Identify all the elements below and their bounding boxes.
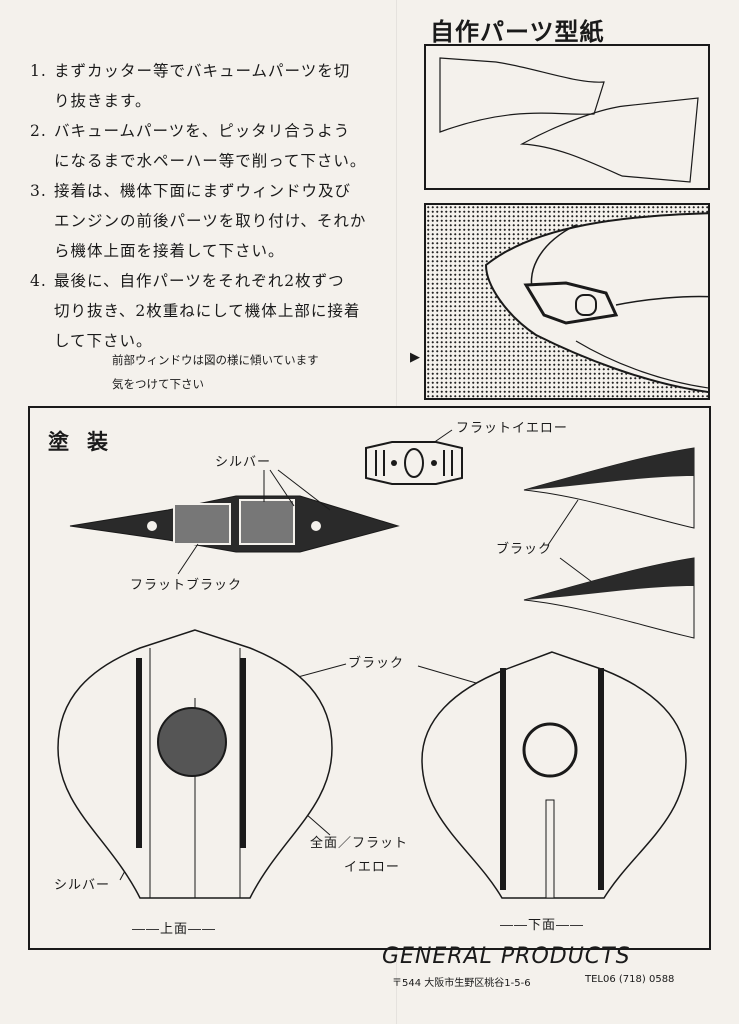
step-1: 1. まずカッター等でバキュームパーツを切り抜きます。: [30, 56, 410, 116]
label-silver-bottom: シルバー: [54, 878, 111, 893]
step-text: 切り抜き、2枚重ねにして機体上部に接着: [54, 302, 361, 320]
step-number: 2.: [30, 122, 47, 140]
wing-part-drawing: [69, 495, 400, 553]
label-all-yellow-2: イエロー: [344, 860, 400, 875]
step-3: 3. 接着は、機体下面にまずウィンドウ及びエンジンの前後パーツを取り付け、それから…: [30, 176, 410, 266]
window-detail-box: [424, 203, 710, 400]
pointer-arrow-icon: ▶: [410, 350, 420, 365]
step-text: 最後に、自作パーツをそれぞれ2枚ずつ: [54, 272, 345, 290]
step-line: 4. 最後に、自作パーツをそれぞれ2枚ずつ: [30, 266, 410, 296]
label-bottom-view: ――下面――: [500, 918, 585, 933]
company-tel: TEL06 (718) 0588: [585, 974, 675, 985]
window-detail-drawing: [484, 212, 708, 393]
step-2: 2. バキュームパーツを、ピッタリ合うようになるまで水ペーハー等で削って下さい。: [30, 116, 410, 176]
step-text: まずカッター等でバキュームパーツを切: [54, 62, 351, 80]
step-line: エンジンの前後パーツを取り付け、それか: [30, 206, 410, 236]
template-title: 自作パーツ型紙: [430, 18, 605, 46]
step-text: 接着は、機体下面にまずウィンドウ及び: [54, 182, 352, 200]
label-top-view: ――上面――: [132, 922, 217, 937]
label-flat-yellow: フラットイエロー: [456, 421, 568, 436]
step-number: 3.: [30, 182, 47, 200]
label-black-fin: ブラック: [496, 542, 553, 557]
label-silver-top: シルバー: [215, 455, 272, 470]
step-text: バキュームパーツを、ピッタリ合うよう: [54, 122, 351, 140]
label-all-yellow-1: 全面／フラット: [310, 836, 409, 851]
window-part-drawing: [365, 441, 463, 485]
bottom-view-drawing: [421, 651, 687, 899]
step-line: 1. まずカッター等でバキュームパーツを切: [30, 56, 410, 86]
step-4: 4. 最後に、自作パーツをそれぞれ2枚ずつ切り抜き、2枚重ねにして機体上部に接着し…: [30, 266, 410, 356]
step-number: 4.: [30, 272, 47, 290]
step-text: エンジンの前後パーツを取り付け、それか: [54, 212, 367, 230]
step-number: 1.: [30, 62, 47, 80]
step-text: ら機体上面を接着して下さい。: [54, 242, 285, 260]
step-line: り抜きます。: [30, 86, 410, 116]
fin-upper-drawing: [523, 447, 695, 529]
step-text: り抜きます。: [54, 92, 152, 110]
painting-title: 塗装: [48, 430, 126, 454]
window-note: 前部ウィンドウは図の様に傾いています: [112, 353, 319, 367]
step-line: 切り抜き、2枚重ねにして機体上部に接着: [30, 296, 410, 326]
instruction-steps: 1. まずカッター等でバキュームパーツを切り抜きます。 2. バキュームパーツを、ピッ…: [30, 56, 410, 356]
label-black-body: ブラック: [348, 656, 405, 671]
template-box: [424, 44, 710, 190]
window-note-2: 気をつけて下さい: [112, 377, 204, 391]
step-line: になるまで水ペーハー等で削って下さい。: [30, 146, 410, 176]
step-line: して下さい。: [30, 326, 410, 356]
brand-logo: GENERAL PRODUCTS: [382, 944, 631, 969]
step-line: ら機体上面を接着して下さい。: [30, 236, 410, 266]
label-flat-black: フラットブラック: [130, 578, 243, 593]
top-view-drawing: [57, 629, 333, 899]
step-text: して下さい。: [54, 332, 153, 350]
step-line: 2. バキュームパーツを、ピッタリ合うよう: [30, 116, 410, 146]
step-line: 3. 接着は、機体下面にまずウィンドウ及び: [30, 176, 410, 206]
company-address: 〒544 大阪市生野区桃谷1-5-6: [392, 978, 531, 989]
step-text: になるまで水ペーハー等で削って下さい。: [54, 152, 367, 170]
template-shapes: [439, 57, 699, 183]
fin-lower-drawing: [523, 557, 695, 639]
